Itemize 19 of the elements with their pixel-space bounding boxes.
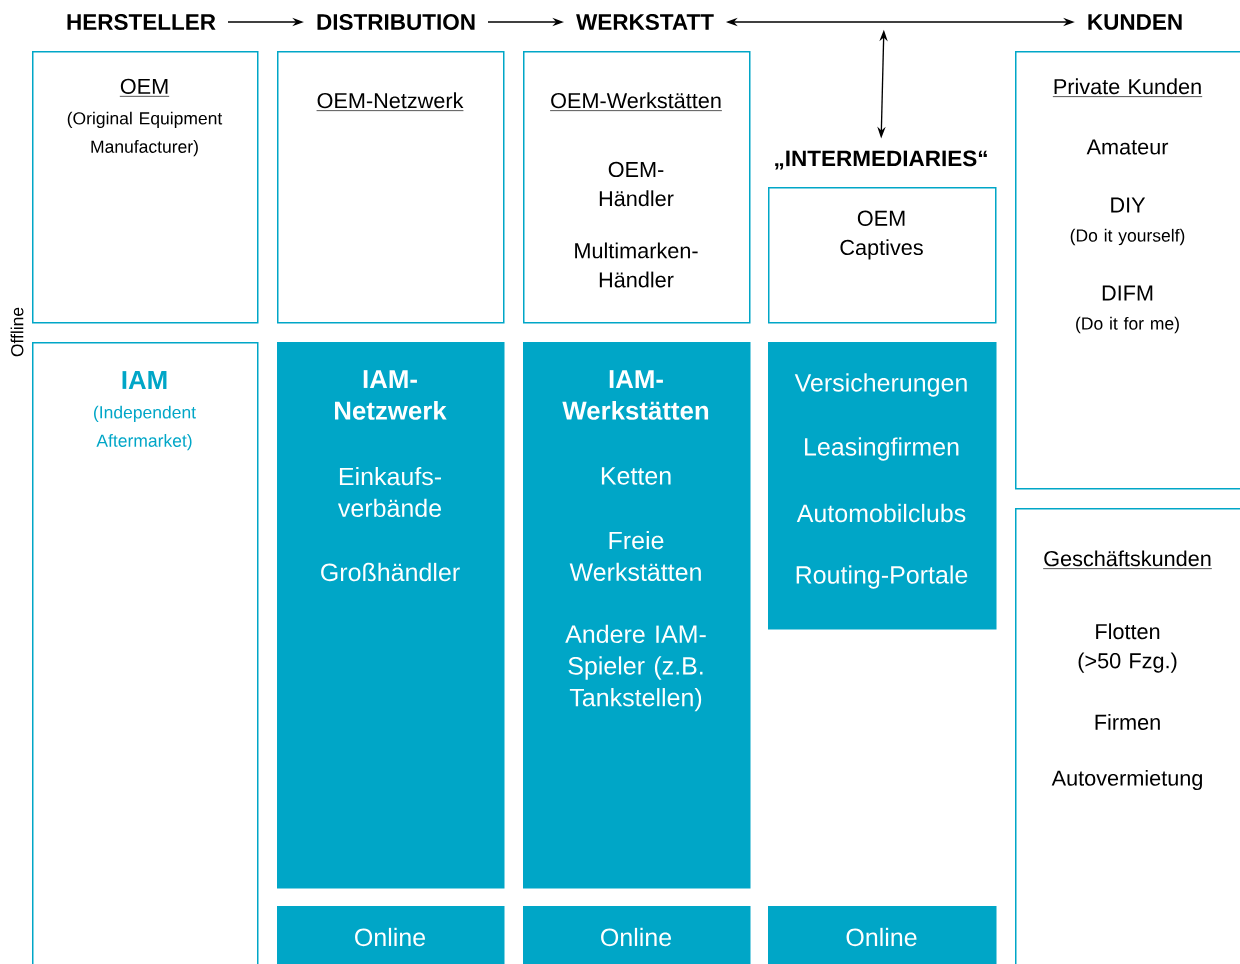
segment-box: OEM (Original Equipment Manufacturer) [32, 51, 259, 324]
group-heading: „INTERMEDIARIES“ [775, 150, 987, 170]
segment-panel: Online [523, 906, 751, 964]
segment-panel: IAM-Netzwerk Einkaufs-verbände Großhändler [277, 342, 505, 889]
segment-box: Private Kunden Amateur DIY (Do it yourself) DIFM (Do it for me) [1015, 51, 1240, 490]
segment-box: Geschäftskunden Flotten (>50 Fzg.) Firmen Autovermietung [1015, 508, 1240, 964]
segment-panel: Versicherungen Leasingfirmen Automobilclubs Routing-Portale [768, 342, 997, 630]
segment-box: IAM (Independent Aftermarket) [32, 342, 259, 964]
segment-panel: Online [277, 906, 505, 964]
segment-box: OEM-Netzwerk [277, 51, 505, 324]
segment-box: OEM Captives [768, 187, 997, 324]
segment-panel: IAM-Werkstätten Ketten Freie Werkstätten Andere IAM-Spieler (z.B. Tankstellen) [523, 342, 751, 889]
segment-box: OEM-Werkstätten OEM-Händler Multimarken-Händler [523, 51, 751, 324]
column-heading: KUNDEN [1088, 14, 1182, 30]
column-heading: DISTRIBUTION [317, 14, 475, 30]
side-label: Offline [10, 307, 24, 357]
column-heading: WERKSTATT [576, 14, 714, 30]
segment-panel: Online [768, 906, 997, 964]
column-heading: HERSTELLER [67, 14, 216, 30]
